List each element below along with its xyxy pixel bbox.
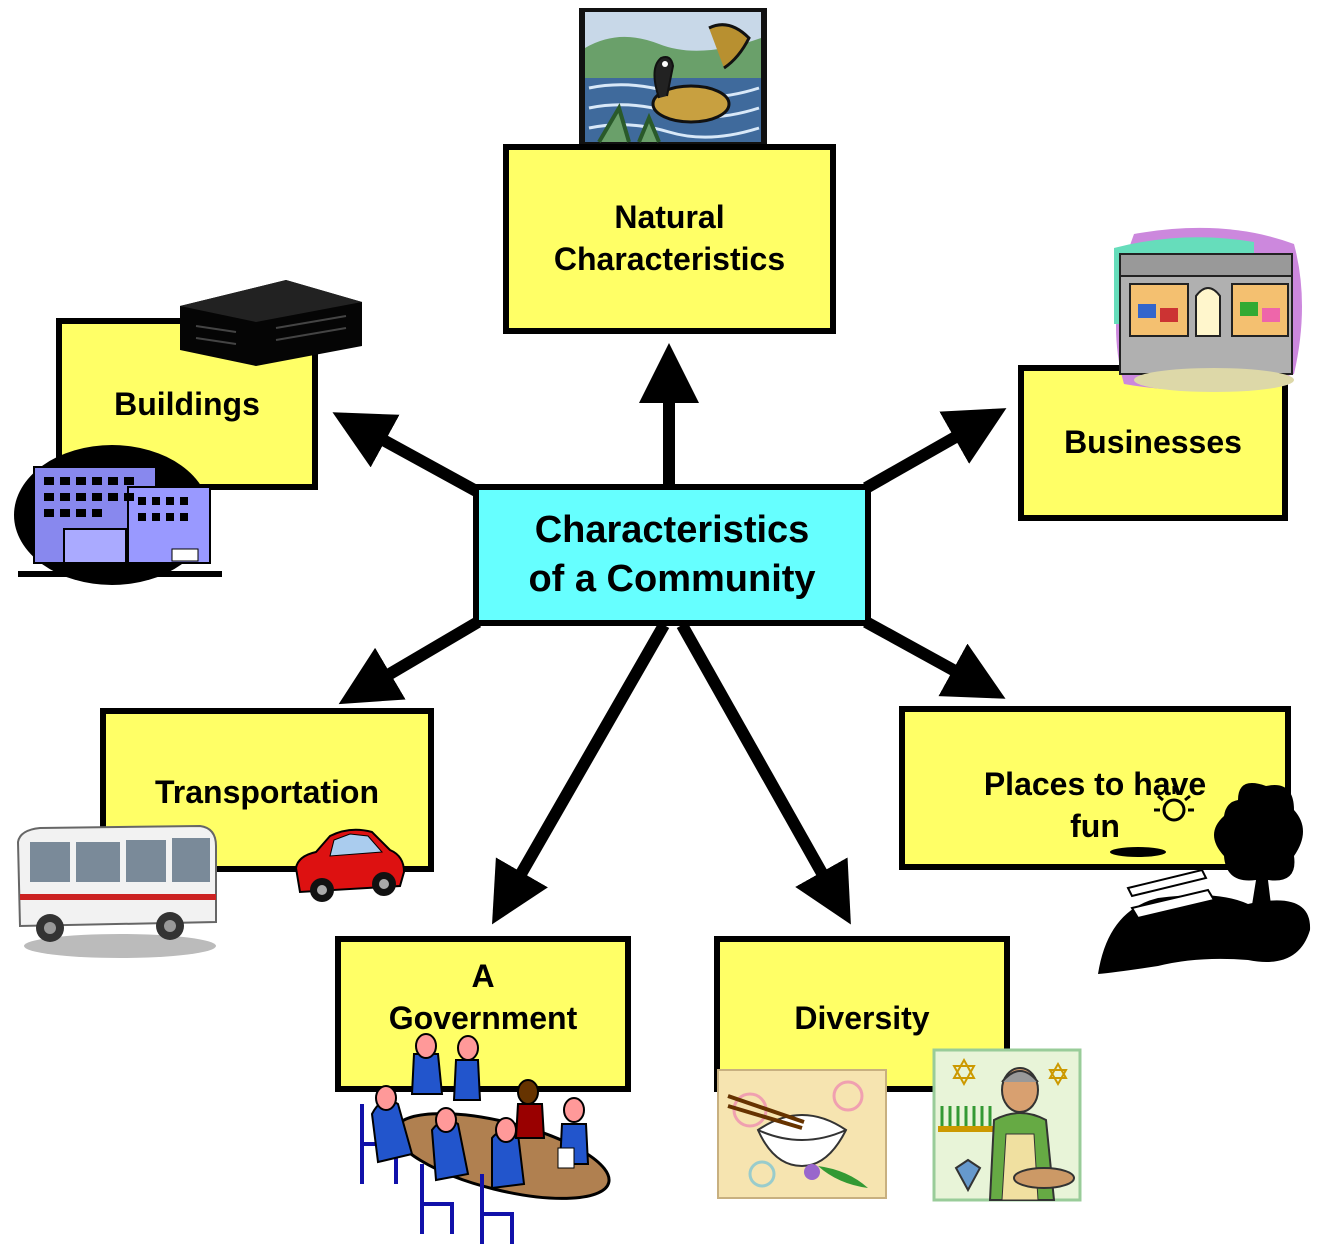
node-natural-characteristics: Natural Characteristics bbox=[503, 144, 836, 334]
bus-icon bbox=[16, 824, 217, 958]
node-label: Diversity bbox=[794, 1000, 930, 1036]
arrow-to-buildings bbox=[332, 412, 481, 498]
office-building-icon bbox=[14, 445, 222, 585]
bookstore-icon bbox=[1114, 227, 1302, 392]
node-label: Places to have fun bbox=[983, 766, 1207, 844]
car-icon bbox=[294, 828, 406, 902]
center-node: Characteristics of a Community bbox=[473, 484, 871, 626]
node-label: Natural Characteristics bbox=[553, 199, 786, 277]
node-government: A Government bbox=[335, 936, 631, 1092]
arrow-to-transportation bbox=[338, 616, 482, 705]
arrow-to-government bbox=[492, 622, 670, 925]
node-places-to-have-fun: Places to have fun bbox=[899, 706, 1291, 870]
arrow-to-businesses bbox=[863, 408, 1007, 494]
arrow-to-places bbox=[863, 616, 1006, 699]
geese-landscape-icon bbox=[579, 8, 767, 144]
meeting-table-icon bbox=[360, 1033, 611, 1244]
park-bench-icon bbox=[1098, 783, 1311, 974]
dark-building-icon bbox=[180, 280, 362, 366]
rice-bowl-icon bbox=[717, 1069, 887, 1199]
center-label: Characteristics of a Community bbox=[528, 508, 816, 600]
node-label: Buildings bbox=[114, 386, 260, 422]
arrow-to-diversity bbox=[676, 622, 851, 925]
node-label: A Government bbox=[388, 958, 578, 1036]
node-label: Transportation bbox=[154, 774, 379, 810]
node-label: Businesses bbox=[1064, 424, 1242, 461]
menorah-woman-icon bbox=[932, 1048, 1082, 1202]
